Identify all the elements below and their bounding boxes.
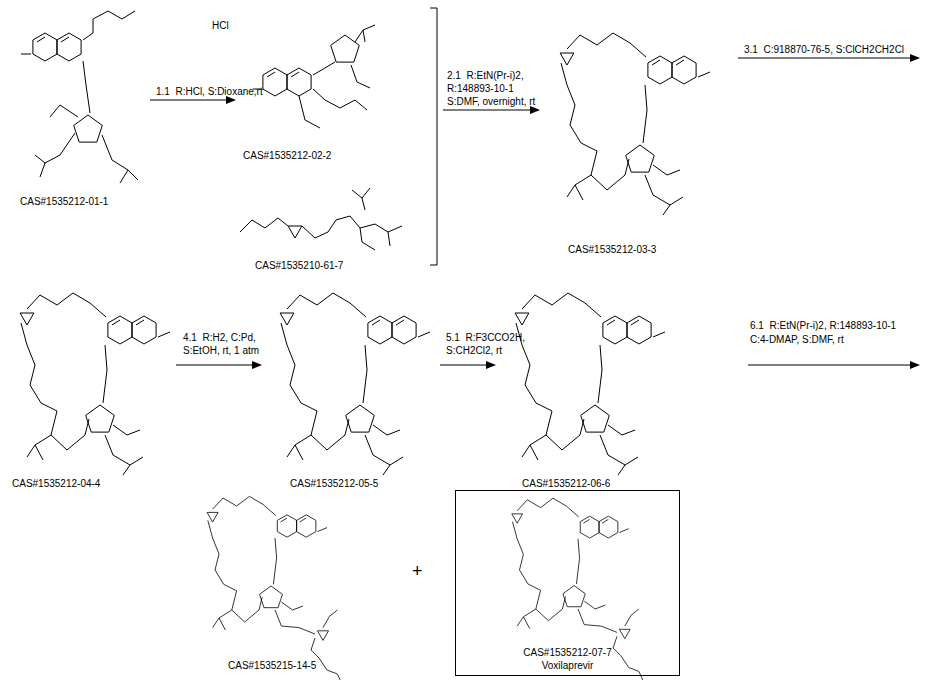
reaction-condition: S:DMF, overnight, rt xyxy=(447,96,535,108)
arrow-head xyxy=(252,361,262,369)
arrow-head xyxy=(910,54,920,62)
compound-id: CAS#1535215-14-5 xyxy=(228,660,316,672)
reaction-condition: R:148893-10-1 xyxy=(447,83,514,95)
reaction-arrow xyxy=(440,365,488,366)
reaction-arrow xyxy=(443,110,532,111)
arrow-head xyxy=(910,361,920,369)
compound-id: CAS#1535212-05-5 xyxy=(290,478,378,490)
reaction-condition: HCl xyxy=(212,20,229,32)
reaction-arrow xyxy=(748,365,912,366)
reaction-arrow xyxy=(738,58,912,59)
molecule xyxy=(21,11,138,183)
reaction-arrow xyxy=(150,100,228,101)
compound-id: CAS#1535212-03-3 xyxy=(568,244,656,256)
compound-id: CAS#1535212-06-6 xyxy=(522,478,610,490)
plus-sign: + xyxy=(412,562,423,580)
bracket xyxy=(430,8,437,265)
reaction-condition: 6.1 R:EtN(Pr-i)2, R:148893-10-1 xyxy=(750,320,896,332)
reaction-condition: 1.1 R:HCl, S:Dioxane,rt xyxy=(156,86,263,98)
molecule xyxy=(240,188,402,250)
molecule xyxy=(515,293,665,475)
compound-id: CAS#1535212-04-4 xyxy=(12,478,100,490)
compound-id: CAS#1535210-61-7 xyxy=(255,260,343,272)
arrow-head xyxy=(530,106,540,114)
compound-name: Voxilaprevir xyxy=(456,659,679,672)
reaction-condition: S:CH2Cl2, rt xyxy=(446,345,502,357)
reaction-condition: 5.1 R:F3CCO2H, xyxy=(446,332,525,344)
arrow-head xyxy=(226,96,236,104)
molecule xyxy=(20,293,170,475)
compound-id: CAS#1535212-07-7 xyxy=(456,646,679,659)
compound-id: CAS#1535212-02-2 xyxy=(243,150,331,162)
molecule xyxy=(560,33,710,215)
reaction-condition: 4.1 R:H2, C:Pd, xyxy=(183,332,256,344)
compound-id: CAS#1535212-01-1 xyxy=(20,196,108,208)
reaction-condition: S:EtOH, rt, 1 atm xyxy=(183,345,259,357)
arrow-head xyxy=(486,361,496,369)
reaction-condition: 2.1 R:EtN(Pr-i)2, xyxy=(447,70,524,82)
reaction-condition: 3.1 C:918870-76-5, S:ClCH2CH2Cl xyxy=(744,44,904,56)
product-box: CAS#1535212-07-7Voxilaprevir xyxy=(455,490,680,676)
molecule xyxy=(280,293,430,475)
reaction-arrow xyxy=(176,365,254,366)
molecule xyxy=(207,496,343,680)
reaction-condition: C:4-DMAP, S:DMF, rt xyxy=(750,334,844,346)
molecule xyxy=(253,25,375,128)
